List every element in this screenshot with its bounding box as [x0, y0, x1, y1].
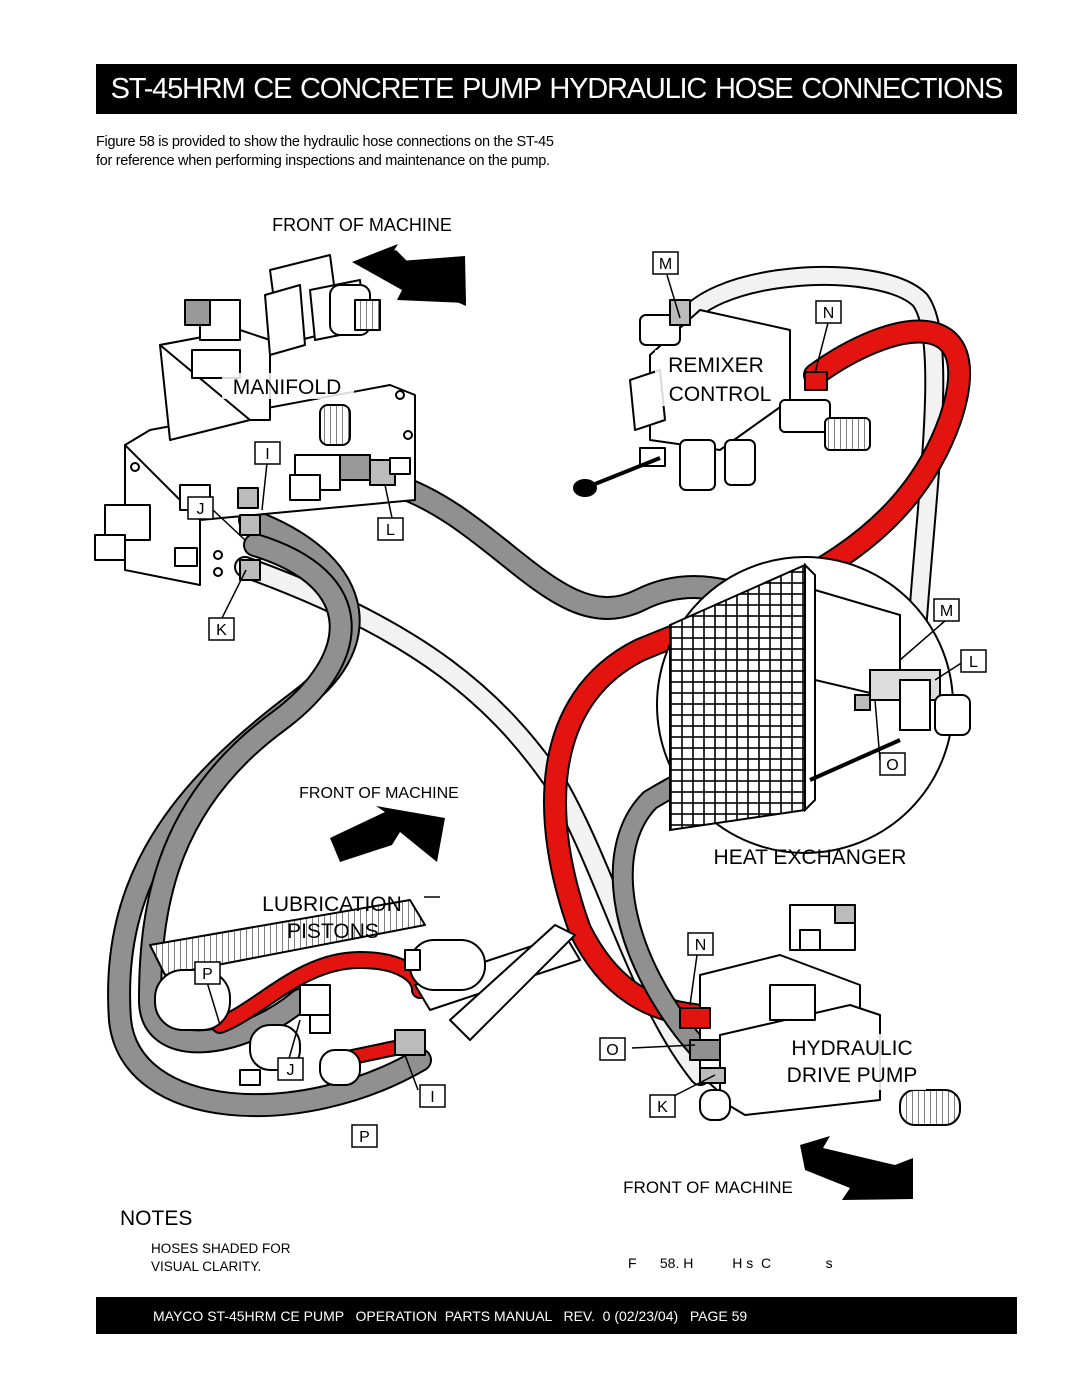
manifold-assembly: [94, 254, 416, 586]
svg-text:N: N: [695, 937, 707, 954]
tag-j-manifold: [187, 496, 214, 520]
connection-tags: [187, 251, 987, 1148]
svg-text:P: P: [202, 966, 213, 983]
tag-p-lube-top: [194, 961, 221, 985]
svg-text:L: L: [386, 522, 395, 539]
remixer-label-line2: CONTROL: [669, 383, 772, 406]
intro-paragraph: Figure 58 is provided to show the hydrau…: [96, 134, 554, 169]
tag-m-top: [652, 251, 679, 275]
svg-text:M: M: [940, 603, 953, 620]
svg-text:K: K: [216, 622, 227, 639]
remixer-label-line1: REMIXER: [668, 354, 764, 377]
tag-i-manifold: [254, 441, 281, 465]
tag-n-top: [815, 300, 842, 324]
svg-text:N: N: [823, 305, 835, 322]
tag-o-hx: [879, 752, 906, 776]
tag-n-pump: [687, 932, 714, 956]
page-title: ST-45HRM CE CONCRETE PUMP HYDRAULIC HOSE…: [110, 72, 1004, 105]
tag-m-hx: [933, 598, 960, 622]
footer-text: MAYCO ST-45HRM CE PUMP OPERATION PARTS M…: [153, 1307, 748, 1324]
hydraulic-label-line2: DRIVE PUMP: [787, 1064, 918, 1087]
svg-text:I: I: [430, 1089, 434, 1106]
heat-exchanger-label: HEAT EXCHANGER: [714, 846, 907, 869]
tag-k-manifold: [208, 617, 235, 641]
svg-text:K: K: [657, 1099, 668, 1116]
leader-lines: [206, 274, 967, 1099]
manifold-label: MANIFOLD: [233, 376, 342, 399]
tag-o-pump: [599, 1037, 626, 1061]
svg-text:O: O: [886, 757, 898, 774]
hydraulic-drive-pump: [679, 904, 961, 1126]
notes-title: NOTES: [120, 1207, 193, 1230]
tag-j-lube: [277, 1057, 304, 1081]
front-of-machine-top-label: FRONT OF MACHINE: [272, 215, 452, 235]
figure-caption: F 58. H H s C s: [628, 1255, 833, 1271]
connection-tag-letters: M N I J L K M L O N O K P J I P: [197, 256, 979, 1146]
svg-text:J: J: [197, 501, 205, 518]
svg-text:I: I: [265, 446, 269, 463]
notes-line-1: HOSES SHADED FOR: [151, 1241, 291, 1256]
tag-i-lube: [419, 1084, 446, 1108]
page-header: ST-45HRM CE CONCRETE PUMP HYDRAULIC HOSE…: [96, 64, 1017, 114]
hydraulic-label-line1: HYDRAULIC: [791, 1037, 912, 1060]
front-of-machine-bottom-label: FRONT OF MACHINE: [623, 1178, 793, 1197]
tag-p-lube-bottom: [351, 1124, 378, 1148]
tag-l-hx: [960, 649, 987, 673]
svg-text:J: J: [287, 1062, 295, 1079]
svg-text:L: L: [969, 654, 978, 671]
lubrication-pistons: [149, 899, 581, 1086]
front-of-machine-mid-label: FRONT OF MACHINE: [299, 785, 459, 802]
notes-line-2: VISUAL CLARITY.: [151, 1259, 262, 1274]
lubrication-label-line2: PISTONS: [287, 920, 379, 943]
tag-k-pump: [649, 1094, 676, 1118]
component-labels: FRONT OF MACHINE FRONT OF MACHINE FRONT …: [233, 215, 918, 1197]
front-arrow-mid-icon: [330, 806, 445, 862]
svg-text:M: M: [659, 256, 672, 273]
svg-text:P: P: [359, 1129, 370, 1146]
tag-l-manifold: [377, 517, 404, 541]
notes-text: HOSES SHADED FOR VISUAL CLARITY.: [151, 1240, 411, 1276]
lubrication-label-line1: LUBRICATION: [262, 893, 402, 916]
page-footer: MAYCO ST-45HRM CE PUMP OPERATION PARTS M…: [96, 1297, 1017, 1334]
front-arrow-bottom-icon: [800, 1136, 913, 1200]
front-arrow-top-icon: [355, 250, 466, 306]
svg-text:O: O: [606, 1042, 618, 1059]
heat-exchanger: [656, 556, 971, 854]
